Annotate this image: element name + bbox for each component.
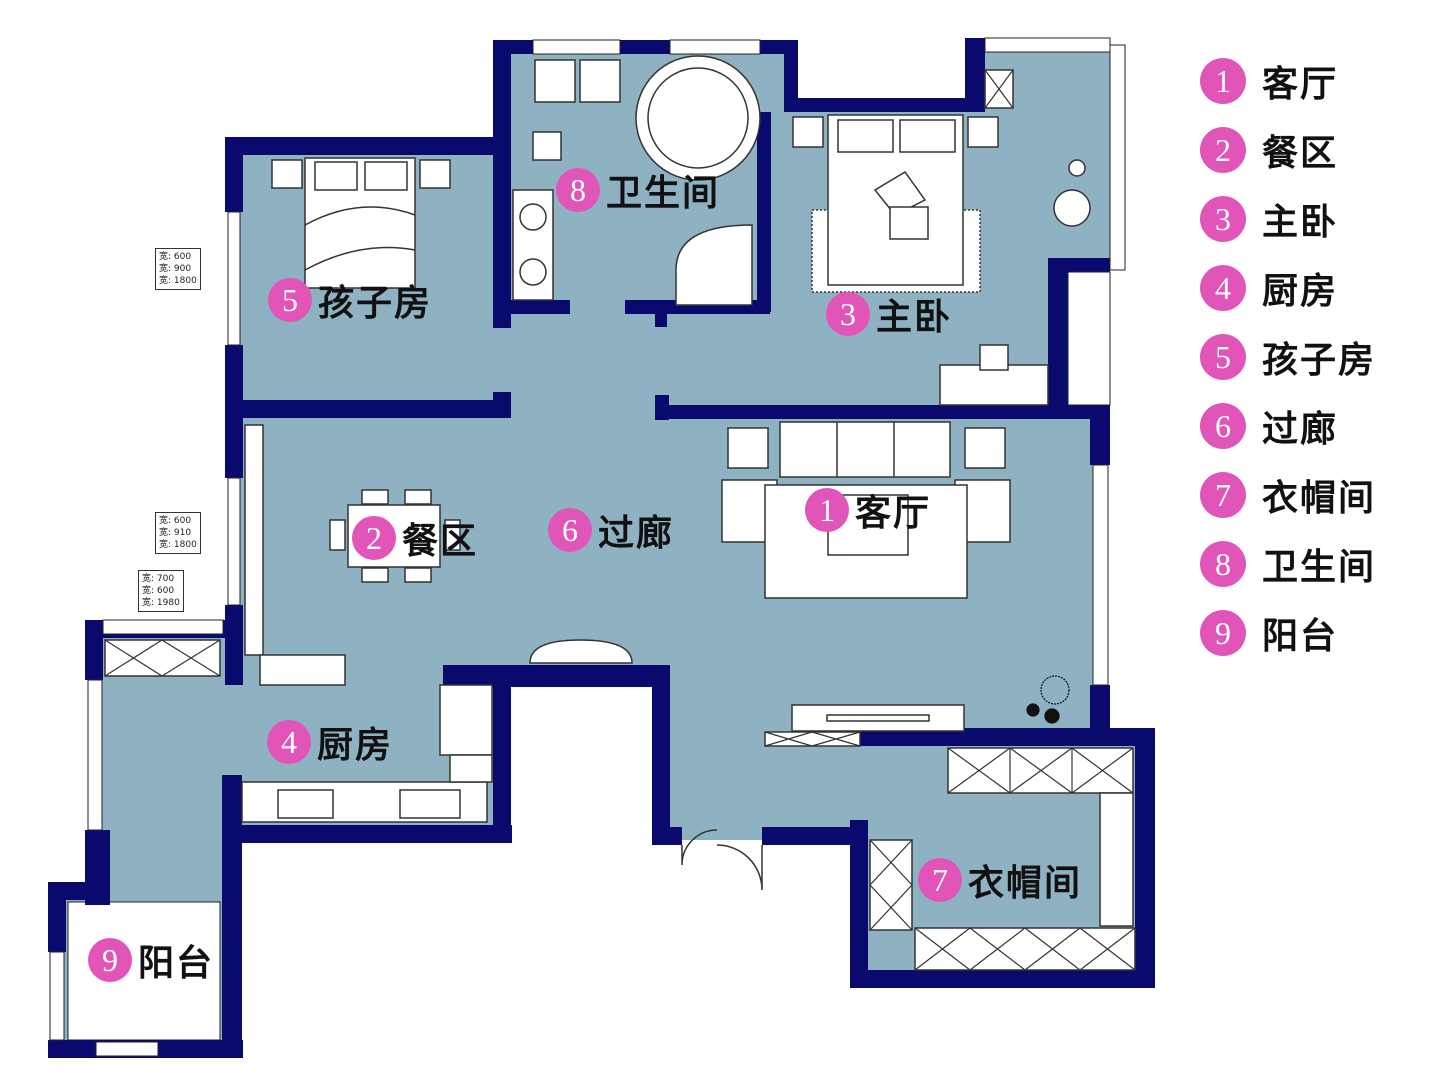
room-label-kids: 5 孩子房 [268, 276, 432, 324]
legend-number-badge: 8 [1200, 540, 1246, 587]
legend-label: 阳台 [1262, 614, 1339, 657]
legend-label: 厨房 [1262, 269, 1339, 312]
legend-number-badge: 4 [1200, 264, 1246, 311]
walls [48, 38, 1155, 1058]
note-line: 宽: 600 [159, 252, 192, 262]
room-number-badge: 6 [548, 508, 592, 552]
note-line: 宽: 1800 [159, 540, 197, 550]
plant [1026, 675, 1070, 724]
legend-number-badge: 3 [1200, 195, 1246, 242]
room-name: 过廊 [598, 512, 675, 554]
floor-plan [48, 37, 1155, 1080]
note-line: 宽: 1980 [142, 598, 180, 608]
legend: 1 客厅 2 餐区 3 主卧 4 厨房 5 孩子房 6 过廊 7 衣帽间 8 卫… [1200, 46, 1440, 667]
room-label-dining: 2 餐区 [352, 514, 478, 562]
note-line: 宽: 600 [159, 516, 192, 526]
room-number-badge: 3 [826, 292, 870, 336]
cabinet-crosses [104, 69, 1136, 971]
note-line: 宽: 1800 [159, 276, 197, 286]
legend-label: 衣帽间 [1262, 476, 1377, 519]
room-number-badge: 5 [268, 278, 312, 322]
legend-number-badge: 6 [1200, 402, 1246, 449]
room-number-badge: 1 [805, 488, 849, 532]
window-note-a: 宽: 600 宽: 900 宽: 1800 [155, 248, 201, 290]
legend-item: 9 阳台 [1200, 598, 1440, 667]
room-name: 阳台 [138, 942, 215, 984]
room-name: 衣帽间 [968, 862, 1083, 904]
legend-item: 7 衣帽间 [1200, 460, 1440, 529]
room-name: 餐区 [402, 520, 479, 562]
legend-label: 主卧 [1262, 200, 1339, 243]
room-name: 厨房 [317, 724, 394, 766]
room-name: 卫生间 [606, 172, 721, 214]
legend-number-badge: 2 [1200, 126, 1246, 173]
room-label-corridor: 6 过廊 [548, 506, 674, 554]
legend-item: 6 过廊 [1200, 391, 1440, 460]
legend-item: 5 孩子房 [1200, 322, 1440, 391]
room-name: 客厅 [855, 492, 932, 534]
room-label-balcony: 9 阳台 [88, 936, 214, 984]
note-line: 宽: 600 [142, 586, 175, 596]
window-note-b: 宽: 600 宽: 910 宽: 1800 [155, 512, 201, 554]
legend-item: 8 卫生间 [1200, 529, 1440, 598]
legend-item: 4 厨房 [1200, 253, 1440, 322]
room-label-bath: 8 卫生间 [556, 166, 720, 214]
legend-number-badge: 5 [1200, 333, 1246, 380]
room-label-master: 3 主卧 [826, 290, 952, 338]
legend-item: 1 客厅 [1200, 46, 1440, 115]
outside-area [512, 688, 655, 1080]
legend-label: 孩子房 [1262, 338, 1377, 381]
legend-label: 过廊 [1262, 407, 1339, 450]
room-number-badge: 9 [88, 938, 132, 982]
room-label-living: 1 客厅 [805, 486, 931, 534]
room-number-badge: 7 [918, 858, 962, 902]
room-number-badge: 8 [556, 168, 600, 212]
legend-number-badge: 1 [1200, 57, 1246, 104]
legend-label: 卫生间 [1262, 545, 1377, 588]
note-line: 宽: 900 [159, 264, 192, 274]
room-name: 孩子房 [318, 282, 433, 324]
furniture [104, 55, 1136, 971]
note-line: 宽: 910 [159, 528, 192, 538]
window-note-c: 宽: 700 宽: 600 宽: 1980 [138, 570, 184, 612]
legend-number-badge: 7 [1200, 471, 1246, 518]
room-label-closet: 7 衣帽间 [918, 856, 1082, 904]
legend-number-badge: 9 [1200, 609, 1246, 656]
room-number-badge: 2 [352, 516, 396, 560]
room-number-badge: 4 [267, 720, 311, 764]
legend-item: 3 主卧 [1200, 184, 1440, 253]
room-label-kitchen: 4 厨房 [267, 718, 393, 766]
legend-label: 客厅 [1262, 62, 1339, 105]
legend-label: 餐区 [1262, 131, 1339, 174]
room-name: 主卧 [876, 296, 953, 338]
legend-item: 2 餐区 [1200, 115, 1440, 184]
note-line: 宽: 700 [142, 574, 175, 584]
